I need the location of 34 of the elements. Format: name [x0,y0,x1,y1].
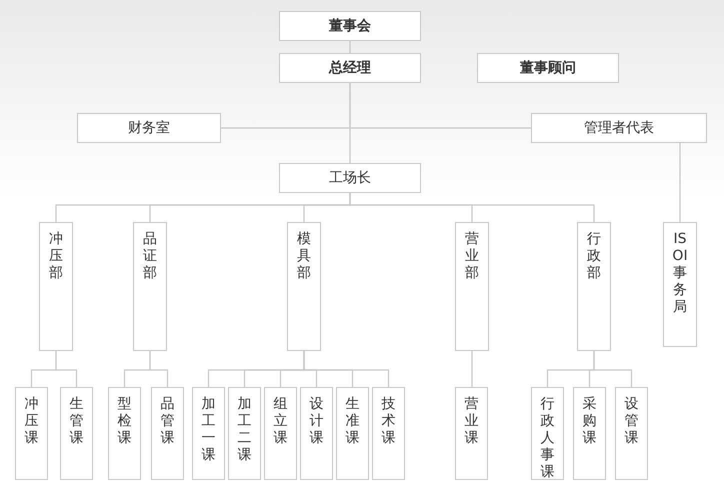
org-box: 财务室 [77,113,221,143]
org-box: 生管课 [60,387,93,480]
org-box: 营业部 [455,222,489,351]
org-box: 型检课 [108,387,141,480]
org-box: 组立课 [264,387,297,480]
org-box: 生准课 [336,387,369,480]
org-box: 加工一课 [192,387,225,480]
org-box: 行政人事课 [531,387,564,480]
org-box: 品管课 [151,387,184,480]
org-box: 管理者代表 [531,113,707,143]
connector-line [349,193,595,222]
org-box: 技术课 [372,387,405,480]
org-box: 模具部 [287,222,321,351]
connector-line [55,351,78,387]
org-box: 行政部 [577,222,611,351]
org-box: 加工二课 [228,387,261,480]
org-box: 设管课 [615,387,648,480]
connector-line [593,351,632,387]
org-box: 工场长 [279,163,421,193]
connector-line [349,83,351,163]
connector-line [471,351,473,387]
org-box: 董事会 [279,11,421,41]
org-box: 采购课 [573,387,606,480]
org-box: 冲压部 [39,222,73,351]
connector-line [679,143,681,222]
org-box: ISOI 事务局 [663,222,697,347]
org-box: 总经理 [279,53,421,83]
connector-line [149,351,168,387]
connector-line [349,41,351,53]
org-box: 董事顾问 [477,53,619,83]
org-box: 营业课 [455,387,488,480]
org-box: 冲压课 [15,387,48,480]
org-box: 品证部 [133,222,167,351]
org-box: 设计课 [300,387,333,480]
